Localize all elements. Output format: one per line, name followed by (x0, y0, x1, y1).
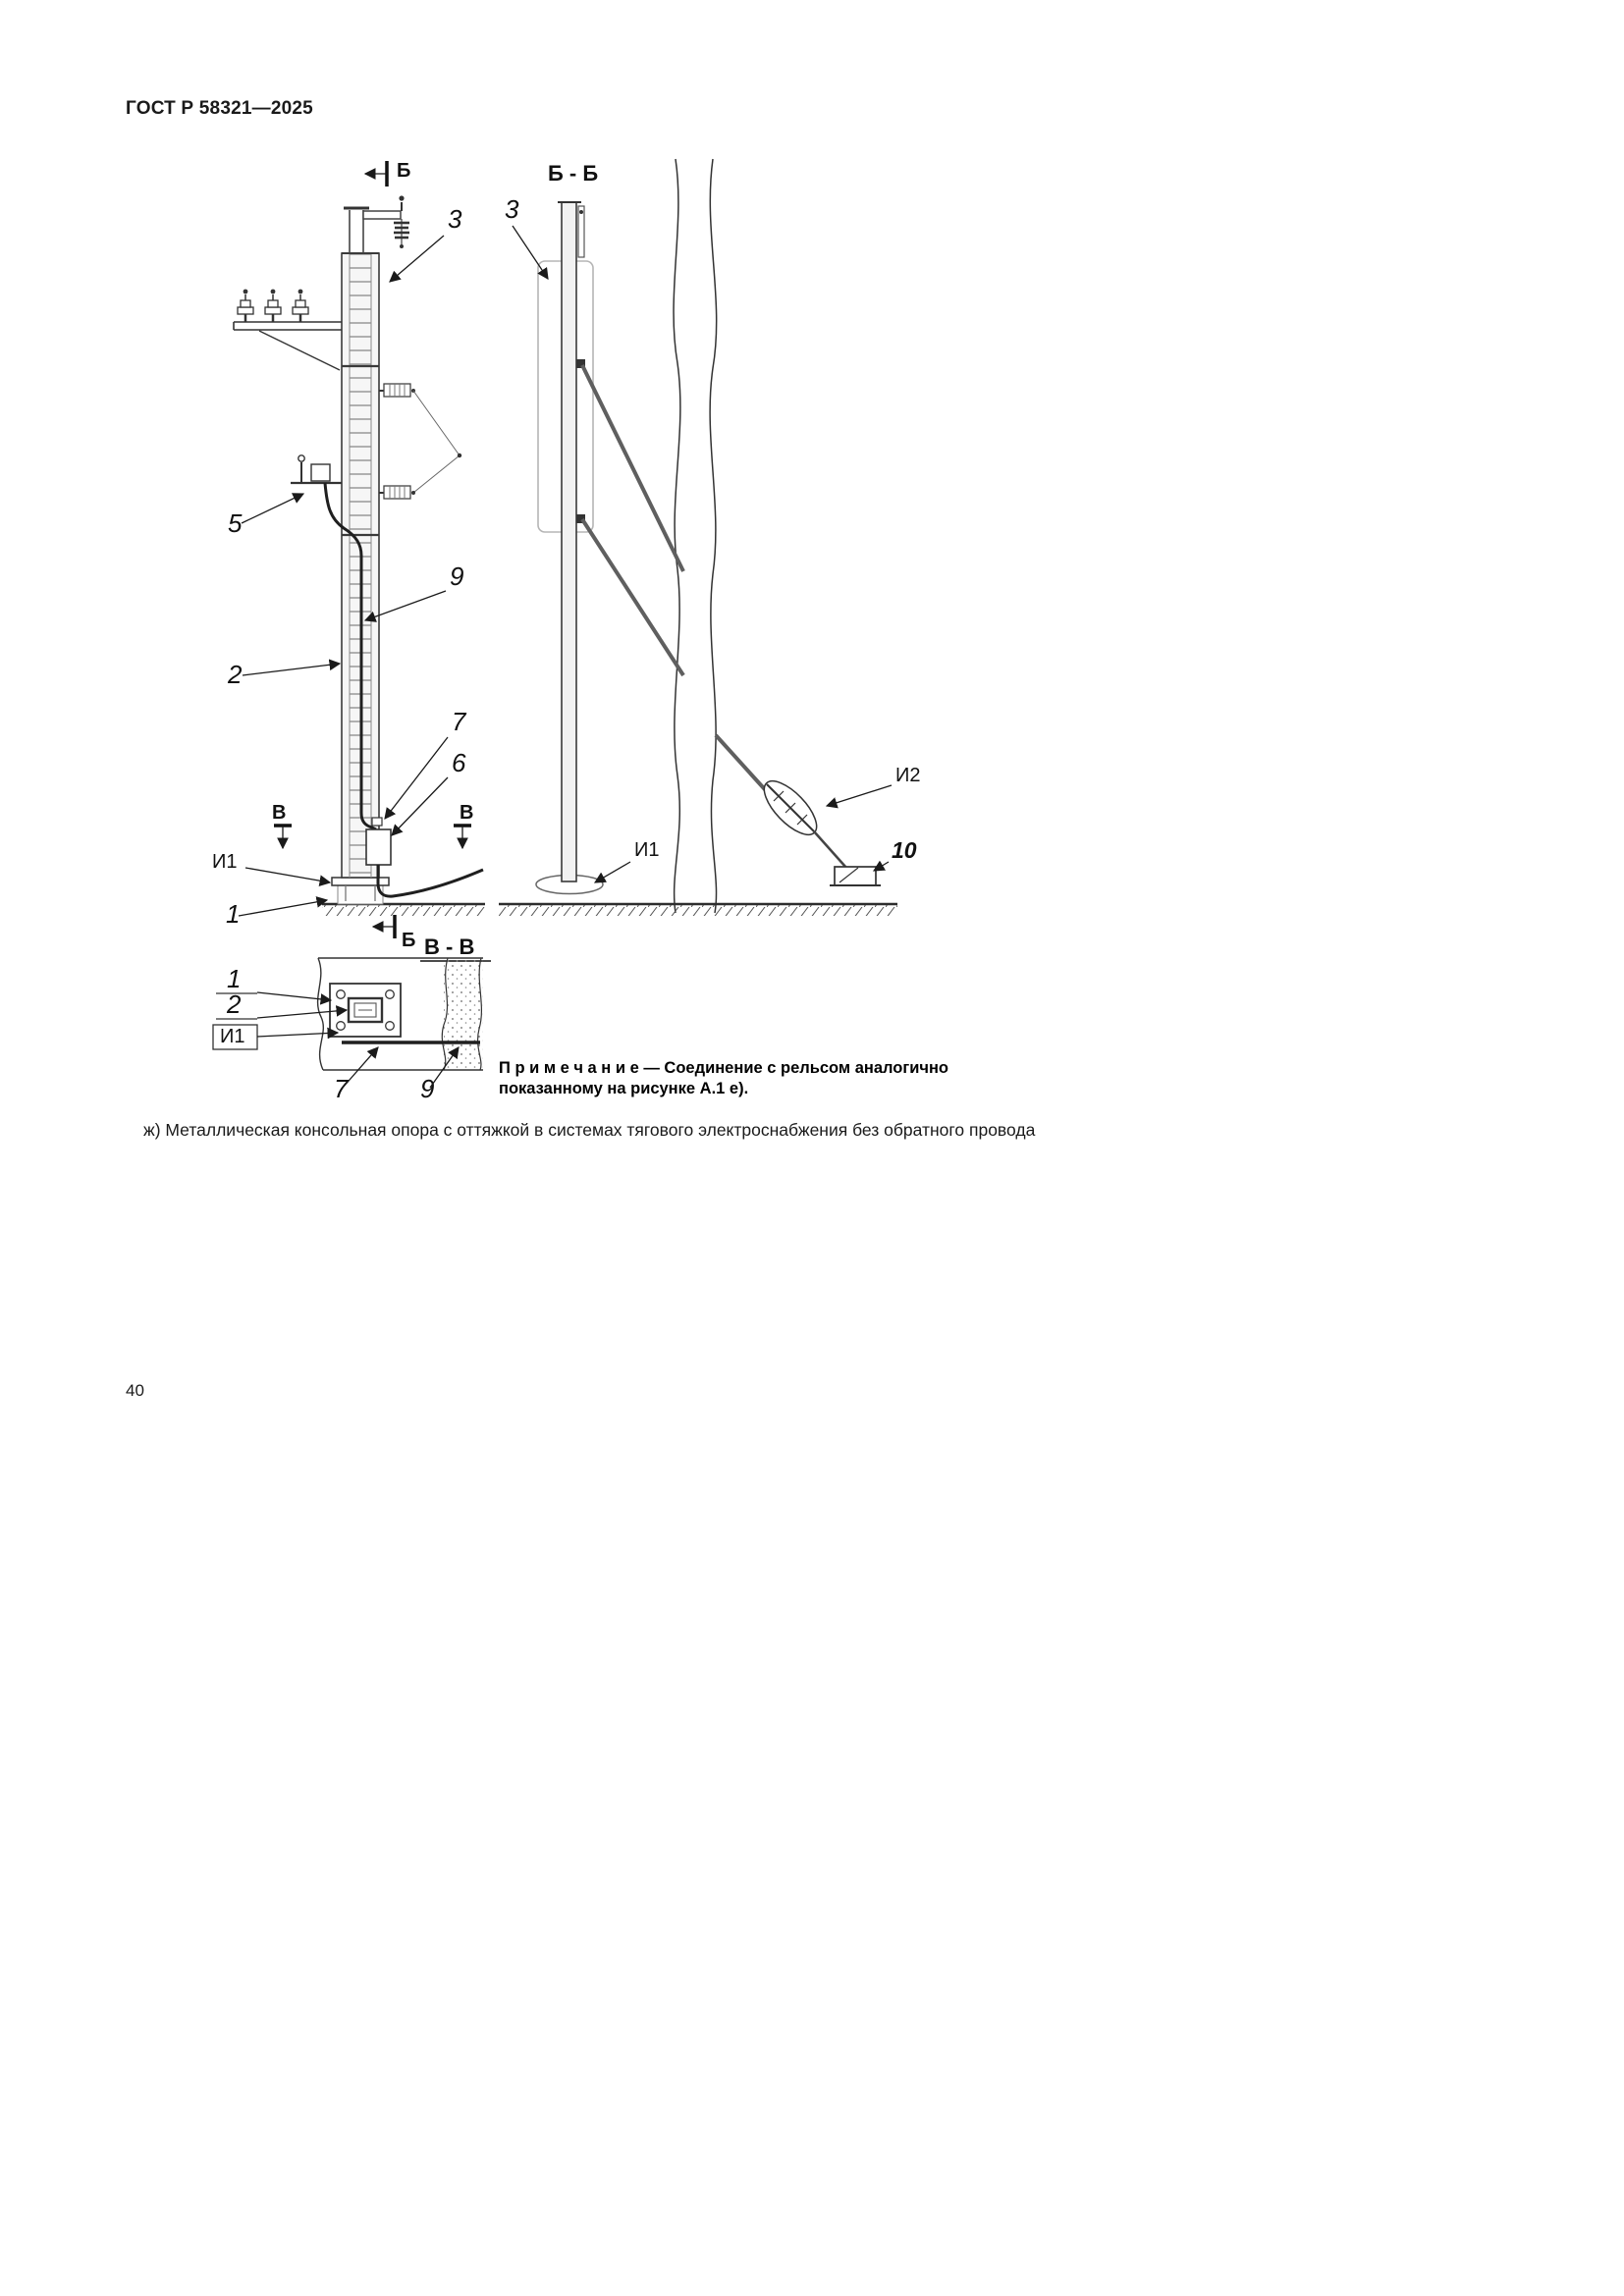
callout-vv9: 9 (420, 1074, 434, 1103)
callout-9: 9 (450, 561, 463, 591)
grounding-conductor (323, 482, 377, 831)
view-vv-title: В - В (424, 934, 474, 959)
callout-3b: 3 (505, 194, 519, 224)
marker-label: В (460, 802, 473, 824)
section-marker-b-bottom: Б (371, 915, 415, 951)
side-bracket (291, 454, 342, 485)
figure-note: П р и м е ч а н и е — Соединение с рельс… (499, 1058, 1127, 1098)
guy-wires (580, 364, 774, 799)
break-line (673, 158, 681, 914)
callout-vv2: 2 (226, 989, 242, 1019)
callout-1: 1 (226, 899, 240, 929)
callouts-left: 3 5 9 2 7 6 И1 1 (212, 204, 467, 929)
pin-insulator-icon (264, 289, 282, 322)
suspension-insulator-icon (394, 219, 409, 248)
page-number: 40 (126, 1381, 144, 1400)
fixator-brackets (379, 383, 462, 500)
marker-label: В (272, 802, 286, 824)
figure-note-line2: показанному на рисунке А.1 е). (499, 1079, 749, 1097)
ground-right (499, 902, 897, 916)
section-marker-v-right: В (454, 802, 473, 850)
callout-vv1: 1 (227, 964, 241, 993)
conductor-to-rail (376, 865, 484, 898)
vv-region (316, 957, 483, 1071)
figure-caption: ж) Металлическая консольная опора с оття… (143, 1120, 1036, 1140)
ground-left (322, 902, 485, 916)
guy-anchor (830, 866, 881, 886)
figure-note-line1: П р и м е ч а н и е — Соединение с рельс… (499, 1059, 949, 1077)
callout-vvi1: И1 (220, 1026, 245, 1047)
technical-figure: Б Б В В 3 5 (212, 158, 921, 1103)
marker-label: Б (402, 930, 415, 951)
pin-insulator-icon (237, 289, 254, 322)
marker-label: Б (397, 160, 410, 182)
callout-i2: И2 (895, 765, 921, 786)
crossarm-insulators (233, 289, 342, 371)
callouts-vv: 1 2 И1 7 9 (212, 964, 460, 1103)
callout-3: 3 (448, 204, 462, 234)
callout-6: 6 (452, 748, 466, 777)
elevation-view: Б Б В В 3 5 (212, 160, 485, 951)
foundation-left (331, 877, 390, 905)
callout-i1b: И1 (634, 839, 660, 861)
view-bb-title: Б - Б (548, 161, 598, 186)
callout-2: 2 (227, 660, 243, 689)
turnbuckle (763, 780, 847, 869)
callout-10: 10 (892, 837, 917, 863)
section-view-vv: В - В (212, 934, 491, 1103)
break-line (709, 158, 718, 914)
callout-5: 5 (228, 508, 243, 538)
terminal-box (365, 817, 392, 866)
pole-section (537, 201, 594, 882)
section-marker-b-top: Б (363, 160, 410, 187)
callout-vv7: 7 (334, 1074, 350, 1103)
callout-7: 7 (452, 707, 467, 736)
section-marker-v-left: В (272, 802, 292, 850)
callouts-bb: 3 И2 10 И1 (505, 194, 921, 883)
section-view-bb: Б - Б (499, 158, 921, 916)
callout-i1: И1 (212, 851, 238, 873)
document-header: ГОСТ Р 58321—2025 (126, 98, 313, 119)
top-bracket-insulator (344, 195, 409, 253)
pin-insulator-icon (292, 289, 309, 322)
